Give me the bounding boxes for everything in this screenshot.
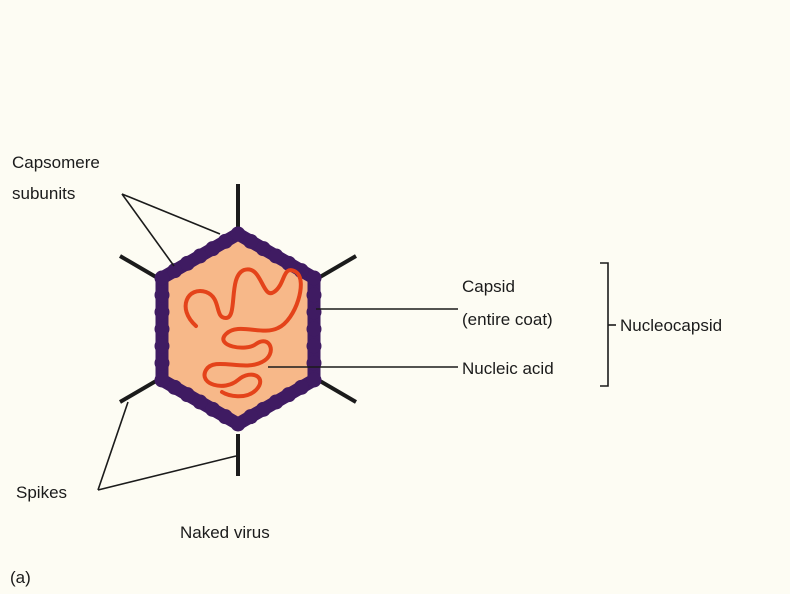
capsomere-subunit — [167, 380, 182, 395]
capsomere-subunit — [307, 271, 322, 286]
spikes-label: Spikes — [16, 483, 67, 502]
panel-label: (a) — [10, 568, 31, 587]
nucleic-acid-label: Nucleic acid — [462, 359, 554, 378]
capsomere-subunit — [231, 417, 246, 432]
capsomere-subunit — [307, 305, 322, 320]
capsomere-subunit — [307, 339, 322, 354]
capsomere-label-line2: subunits — [12, 184, 75, 203]
capsomere-subunit — [256, 402, 271, 417]
naked-virus-label: Naked virus — [180, 523, 270, 542]
capsid-label-line2: (entire coat) — [462, 310, 553, 329]
capsomere-subunit — [269, 395, 284, 410]
capsomere-subunit — [155, 322, 170, 337]
spike-lower-left — [120, 381, 156, 402]
capsomere-subunit — [269, 249, 284, 264]
capsomere-subunit — [218, 234, 233, 249]
capsomere-subunit — [167, 263, 182, 278]
spike-lower-right — [320, 381, 356, 402]
capsomere-subunit — [180, 387, 195, 402]
capsomere-subunit — [180, 256, 195, 271]
capsomere-subunit — [155, 373, 170, 388]
capsomere-subunit — [218, 409, 233, 424]
leader-spikes-1 — [98, 402, 128, 490]
capsomere-subunit — [231, 227, 246, 242]
capsomere-subunit — [307, 373, 322, 388]
leader-spikes-2 — [98, 456, 236, 490]
spike-upper-right — [320, 256, 356, 277]
capsomere-subunit — [205, 241, 220, 256]
capsomere-subunit — [155, 271, 170, 286]
capsomere-subunit — [307, 322, 322, 337]
capsomere-subunit — [294, 380, 309, 395]
capsomere-subunit — [256, 241, 271, 256]
capsomere-subunit — [243, 409, 258, 424]
capsomere-subunit — [155, 339, 170, 354]
capsomere-subunit — [193, 249, 208, 264]
capsomere-subunit — [155, 356, 170, 371]
capsomere-subunit — [155, 305, 170, 320]
capsid-label-line1: Capsid — [462, 277, 515, 296]
capsomere-subunit — [155, 288, 170, 303]
nucleocapsid-label: Nucleocapsid — [620, 316, 722, 335]
capsomere-subunit — [281, 387, 296, 402]
capsomere-subunit — [307, 356, 322, 371]
spike-upper-left — [120, 256, 156, 277]
capsomere-subunit — [193, 395, 208, 410]
capsomere-subunit — [307, 288, 322, 303]
capsomere-label-line1: Capsomere — [12, 153, 100, 172]
capsomere-subunit — [205, 402, 220, 417]
nucleocapsid-bracket — [600, 263, 608, 386]
capsomere-subunit — [243, 234, 258, 249]
